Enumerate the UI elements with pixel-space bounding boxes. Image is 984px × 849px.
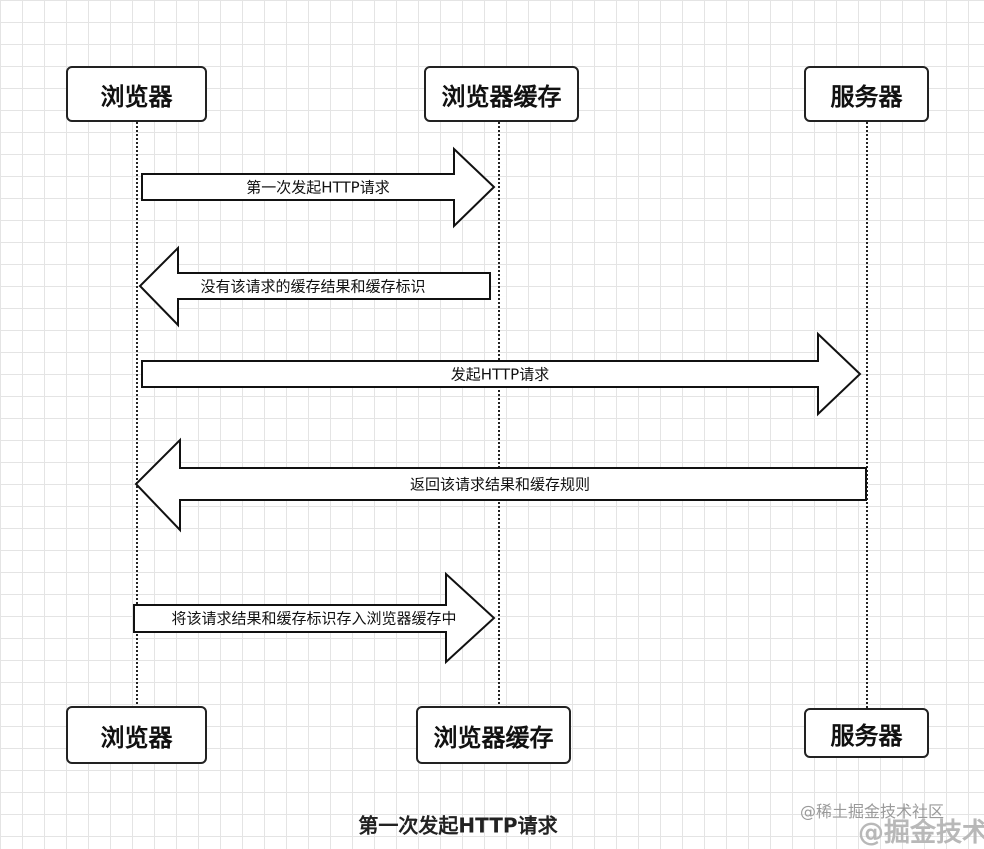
message-label-5: 将该请求结果和缓存标识存入浏览器缓存中 [171, 609, 457, 628]
server-lifeline [866, 122, 868, 708]
message-label-2: 没有该请求的缓存结果和缓存标识 [200, 277, 426, 296]
browser-node-bottom: 浏览器 [66, 706, 207, 764]
message-label-3: 发起HTTP请求 [450, 365, 550, 384]
diagram-caption: 第一次发起HTTP请求 [358, 813, 558, 838]
cache-node-top: 浏览器缓存 [424, 66, 579, 122]
browser-node-top: 浏览器 [66, 66, 207, 122]
cache-node-bottom: 浏览器缓存 [416, 706, 571, 764]
message-label-1: 第一次发起HTTP请求 [246, 178, 390, 197]
server-node-bottom: 服务器 [804, 708, 929, 758]
server-node-top: 服务器 [804, 66, 929, 122]
browser-lifeline [136, 122, 138, 708]
message-label-4: 返回该请求结果和缓存规则 [409, 475, 591, 494]
cache-lifeline [498, 122, 500, 708]
watermark-line-1: @稀土掘金技术社区 [800, 802, 945, 821]
watermark-line-2: @掘金技术 [858, 818, 984, 848]
